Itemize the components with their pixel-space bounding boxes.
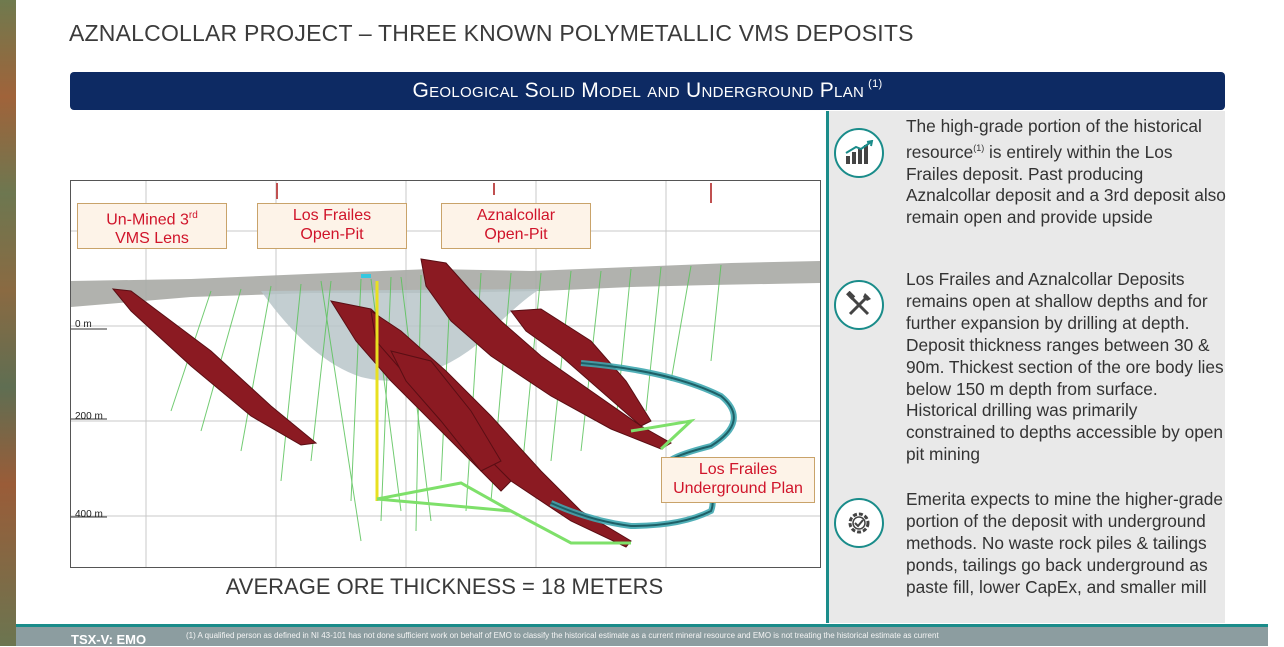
mine-levels <box>376 418 696 545</box>
callout-los-frailes-pit: Los Frailes Open-Pit <box>257 203 407 249</box>
slide-title: AZNALCOLLAR PROJECT – THREE KNOWN POLYME… <box>69 20 914 46</box>
depth-label-200: 200 m <box>75 411 103 422</box>
callout-unmined-sup: rd <box>188 210 198 221</box>
depth-label-400: 400 m <box>75 509 103 520</box>
bullet-3-text: Emerita expects to mine the higher-grade… <box>906 489 1223 597</box>
callout-azpit-line1: Aznalcollar <box>476 207 556 224</box>
surface-marker <box>361 274 371 278</box>
bullet-1-text-b: is entirely within the Los Frailes depos… <box>906 141 1226 228</box>
depth-label-0: 0 m <box>75 319 92 330</box>
bullet-1-text: The high-grade portion of the historical… <box>906 116 1226 229</box>
callout-aznalcollar-pit: Aznalcollar Open-Pit <box>441 203 591 249</box>
section-banner: Geological Solid Model and Underground P… <box>70 72 1225 110</box>
bullet-1-text-a: The high-grade portion of the historical… <box>906 116 1202 162</box>
banner-text: Geological Solid Model and Underground P… <box>412 79 865 102</box>
collar-markers <box>276 183 712 203</box>
callout-unmined-line1: Un-Mined 3 <box>106 211 189 229</box>
geological-model-figure: 0 m 200 m 400 m Un-Mined 3rd VMS Lens Lo… <box>70 180 821 568</box>
callout-azpit-line2: Open-Pit <box>484 226 548 243</box>
banner-footnote-ref: (1) <box>868 78 883 90</box>
footer-bar <box>16 624 1268 646</box>
hammer-shovel-icon <box>834 280 884 330</box>
slide: AZNALCOLLAR PROJECT – THREE KNOWN POLYME… <box>16 0 1268 647</box>
footer-accent-line <box>16 624 1268 627</box>
callout-underground-plan: Los Frailes Underground Plan <box>661 457 815 503</box>
panel-divider <box>826 111 829 623</box>
callout-ug-line1: Los Frailes <box>698 461 778 478</box>
bullet-1-footnote-ref: (1) <box>973 142 985 153</box>
geological-model-drawing <box>71 181 820 567</box>
callout-unmined-line2: VMS Lens <box>115 230 189 248</box>
callout-lfpit-line1: Los Frailes <box>292 207 372 224</box>
depth-ticks <box>71 328 107 518</box>
callout-unmined-lens: Un-Mined 3rd VMS Lens <box>77 203 227 249</box>
callout-lfpit-line2: Open-Pit <box>300 226 364 243</box>
gear-check-icon <box>834 498 884 548</box>
average-thickness-caption: AVERAGE ORE THICKNESS = 18 METERS <box>225 574 664 599</box>
footnote-text: (1) A qualified person as defined in NI … <box>186 631 939 640</box>
right-info-panel <box>829 111 1225 623</box>
callout-ug-line2: Underground Plan <box>673 480 803 497</box>
bullet-2-text: Los Frailes and Aznalcollar Deposits rem… <box>906 269 1224 465</box>
ticker-symbol: TSX-V: EMO <box>71 632 147 647</box>
growth-chart-icon <box>834 128 884 178</box>
